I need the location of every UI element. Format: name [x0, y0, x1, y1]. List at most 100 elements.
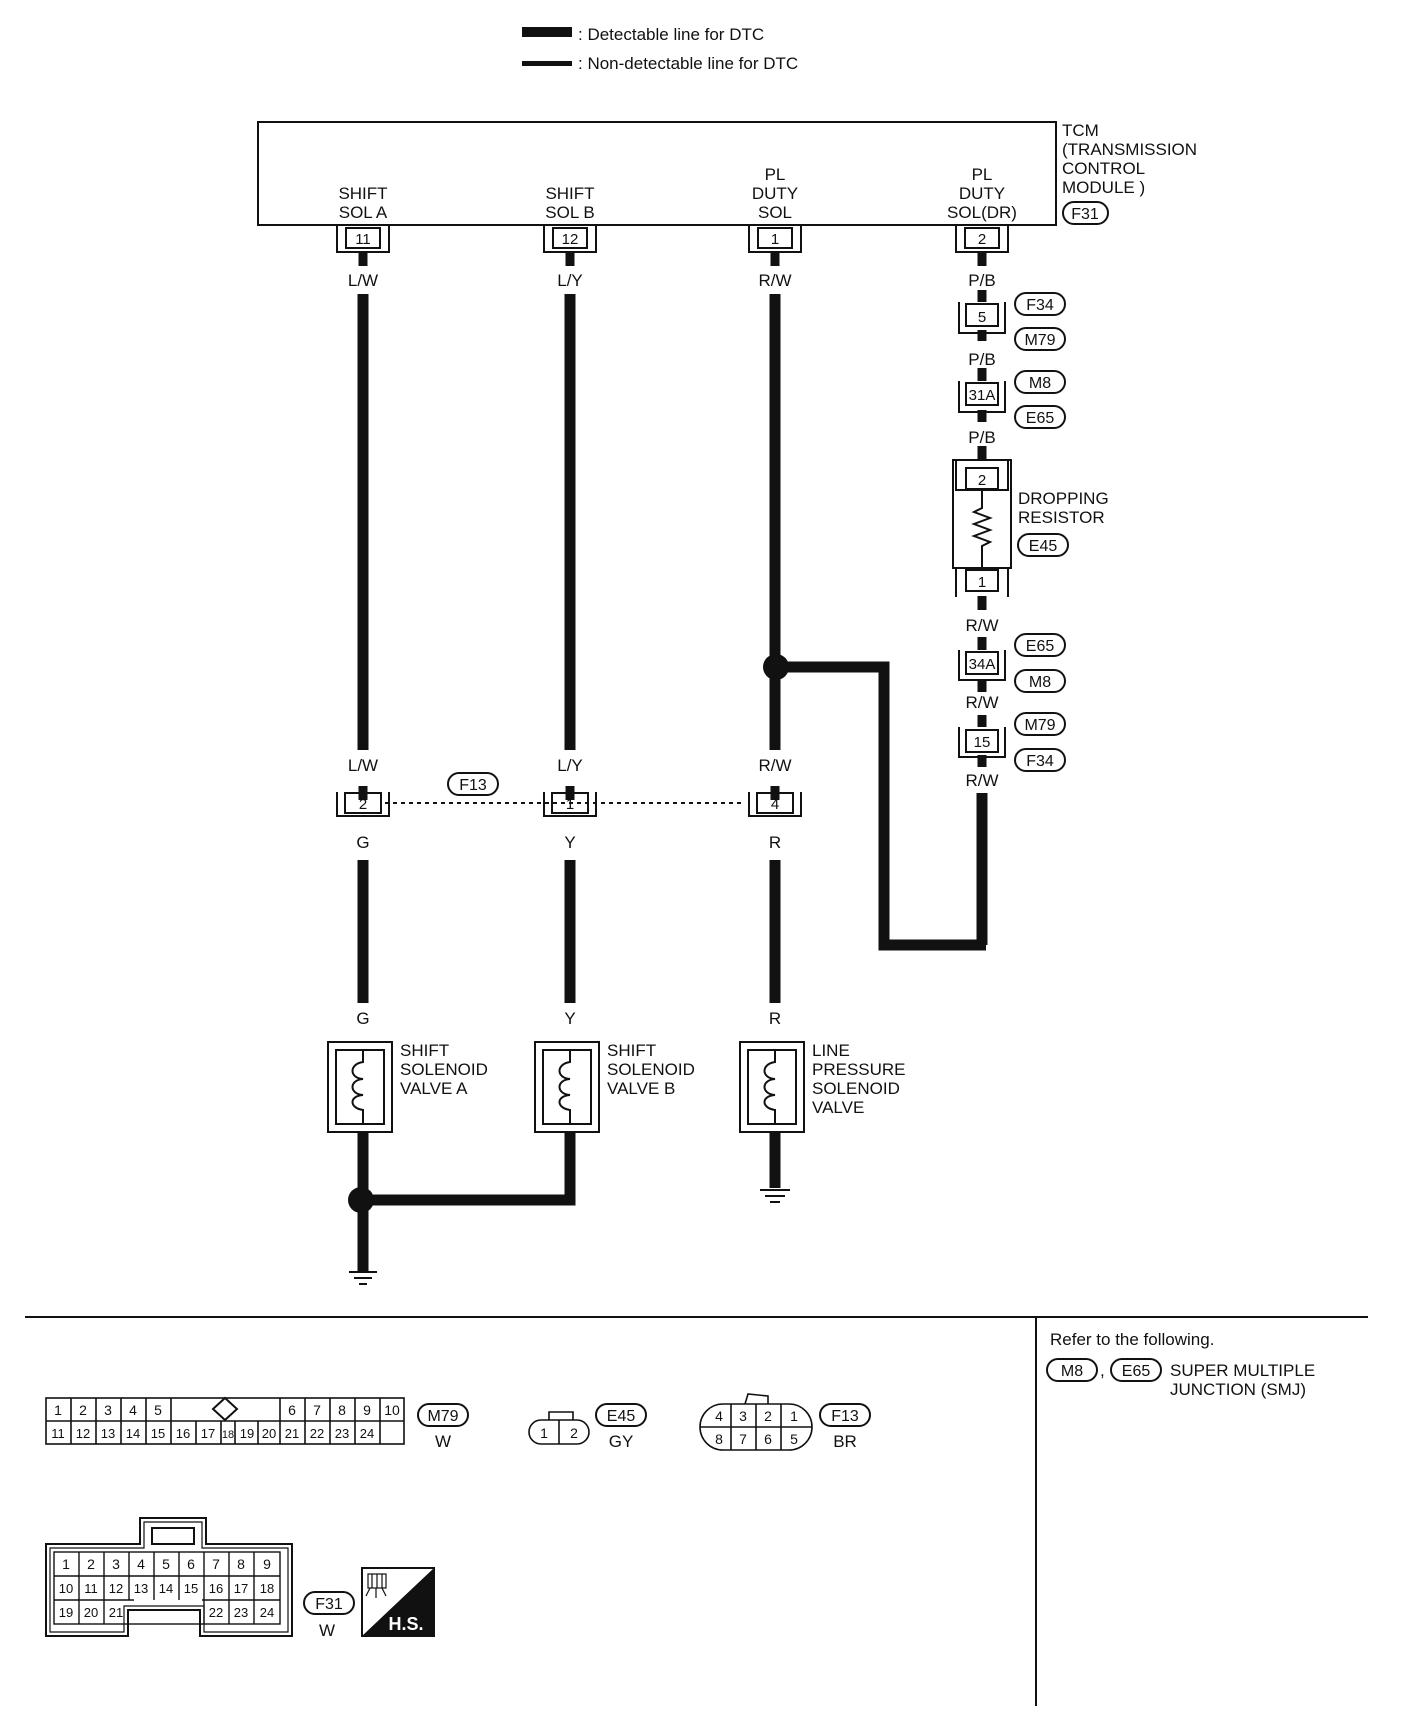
- f31-pin: 20: [84, 1605, 98, 1620]
- tcm-title-3: CONTROL: [1062, 159, 1145, 178]
- harness-side-icon: [365, 1573, 387, 1598]
- f13-wire-above-b: L/Y: [557, 756, 583, 775]
- wire-label-rw-top: R/W: [758, 271, 791, 290]
- m79-pin: 7: [313, 1402, 321, 1418]
- wires: [357, 252, 988, 1272]
- c3-wire-below: R/W: [965, 693, 998, 712]
- c4-wire-below: R/W: [965, 771, 998, 790]
- refer-desc-2: JUNCTION (SMJ): [1170, 1380, 1306, 1399]
- solenoid-a-outer: [327, 1041, 393, 1133]
- c2-socket: [958, 381, 1006, 413]
- e45-color: GY: [609, 1432, 634, 1451]
- resistor-pin-top: 2: [978, 472, 986, 489]
- solenoid-b-label-3: VALVE B: [607, 1079, 675, 1098]
- m79-pin: 11: [51, 1426, 65, 1441]
- resistor-wire-below: R/W: [965, 616, 998, 635]
- f31-pin: 3: [112, 1556, 120, 1572]
- m79-pin: 12: [76, 1426, 90, 1441]
- tcm-connector-tag: [1062, 201, 1109, 225]
- c2-wire-below: P/B: [968, 428, 995, 447]
- tcm-pins: [336, 226, 1009, 253]
- m79-pin: 13: [101, 1426, 115, 1441]
- tcm-pin-2: 2: [978, 231, 986, 248]
- solenoid-b-label-1: SHIFT: [607, 1041, 656, 1060]
- f13-tag: F13: [459, 777, 487, 794]
- f31-connector-face: [45, 1517, 293, 1637]
- f13-wire-above-a: L/W: [348, 756, 378, 775]
- m79-tag: M79: [427, 1408, 458, 1425]
- solenoid-pl-label-3: SOLENOID: [812, 1079, 900, 1098]
- f13-wire-below-b: Y: [564, 833, 575, 852]
- f31-pin: 4: [137, 1556, 145, 1572]
- c1-tag2: M79: [1024, 332, 1055, 349]
- solenoid-pl-label-4: VALVE: [812, 1098, 864, 1117]
- tcm-pin-12: 12: [562, 231, 579, 248]
- f13-face-pin: 2: [764, 1408, 772, 1424]
- c2-tag1-oval: [1014, 370, 1066, 394]
- m79-pin: 1: [54, 1402, 62, 1418]
- wire-label-ly-top: L/Y: [557, 271, 583, 290]
- c4-pin: 15: [974, 734, 991, 751]
- refer-title: Refer to the following.: [1050, 1330, 1214, 1349]
- f13-pin1: 1: [566, 796, 574, 813]
- f31-pin: 12: [109, 1581, 123, 1596]
- refer-tag-e65: E65: [1122, 1363, 1151, 1380]
- ground-icon: [760, 1189, 790, 1203]
- resistor-label-1: DROPPING: [1018, 489, 1109, 508]
- solenoid-pl-wire: R: [769, 1009, 781, 1028]
- m79-pin: 5: [154, 1402, 162, 1418]
- refer-desc-1: SUPER MULTIPLE: [1170, 1361, 1315, 1380]
- solenoid-pl-outer: [739, 1041, 805, 1133]
- wire-label-lw-top: L/W: [348, 271, 378, 290]
- f31-color: W: [319, 1621, 335, 1640]
- tcm-pin-1-box: [757, 227, 793, 249]
- m79-pin: 6: [288, 1402, 296, 1418]
- hs-badge-fill: [362, 1568, 434, 1636]
- f13-tag-oval: [447, 772, 499, 796]
- solenoid-a-wire: G: [356, 1009, 369, 1028]
- solenoid-b-wire: Y: [564, 1009, 575, 1028]
- solenoid-pl-inner: [747, 1049, 797, 1125]
- dr-chain: [952, 292, 1069, 772]
- c3-tag2-oval: [1014, 669, 1066, 693]
- f13-face-pin: 5: [790, 1431, 798, 1447]
- c3-pin: 34A: [969, 656, 996, 673]
- e45-pin: 1: [540, 1425, 548, 1441]
- m79-pin: 18: [222, 1429, 234, 1441]
- wire-rw-return: [777, 661, 986, 951]
- f31-pin: 14: [159, 1581, 173, 1596]
- c4-tag1: M79: [1024, 717, 1055, 734]
- solenoid-b-inner: [542, 1049, 592, 1125]
- solenoid-pl-label-2: PRESSURE: [812, 1060, 906, 1079]
- c2-tag2-oval: [1014, 405, 1066, 429]
- tcm-term-b-label-1: SHIFT: [545, 184, 594, 203]
- tcm-term-a-label-2: SOL A: [339, 203, 388, 222]
- resistor-label-2: RESISTOR: [1018, 508, 1105, 527]
- c3-box: [965, 651, 999, 675]
- tcm-term-pl-label-1: PL: [765, 165, 786, 184]
- f31-pin: 17: [234, 1581, 248, 1596]
- c1-pin: 5: [978, 309, 986, 326]
- f13-face-color: BR: [833, 1432, 857, 1451]
- tcm-pin-2-box: [964, 227, 1000, 249]
- solenoid-a-label-3: VALVE A: [400, 1079, 468, 1098]
- f31-pin: 19: [59, 1605, 73, 1620]
- c1-tag1-oval: [1014, 292, 1066, 316]
- c1-box: [965, 303, 999, 327]
- tcm-title-1: TCM: [1062, 121, 1099, 140]
- refer-tag-m8: M8: [1061, 1363, 1083, 1380]
- m79-connector-face: [45, 1396, 405, 1445]
- c1-tag2-oval: [1014, 327, 1066, 351]
- m79-pin: 10: [384, 1402, 400, 1418]
- solenoid-a-inner: [335, 1049, 385, 1125]
- f13-wire-above-pl: R/W: [758, 756, 791, 775]
- m79-pin: 14: [126, 1426, 140, 1441]
- m79-key-diamond-icon: [211, 1396, 239, 1422]
- solenoid-a-label-1: SHIFT: [400, 1041, 449, 1060]
- c4-tag2: F34: [1026, 753, 1054, 770]
- refer-tag-m8-oval: [1046, 1358, 1098, 1382]
- tcm-term-dr-label-3: SOL(DR): [947, 203, 1017, 222]
- tcm-term-pl-label-3: SOL: [758, 203, 792, 222]
- f31-tag: F31: [315, 1596, 343, 1613]
- tcm-title-2: (TRANSMISSION: [1062, 140, 1197, 159]
